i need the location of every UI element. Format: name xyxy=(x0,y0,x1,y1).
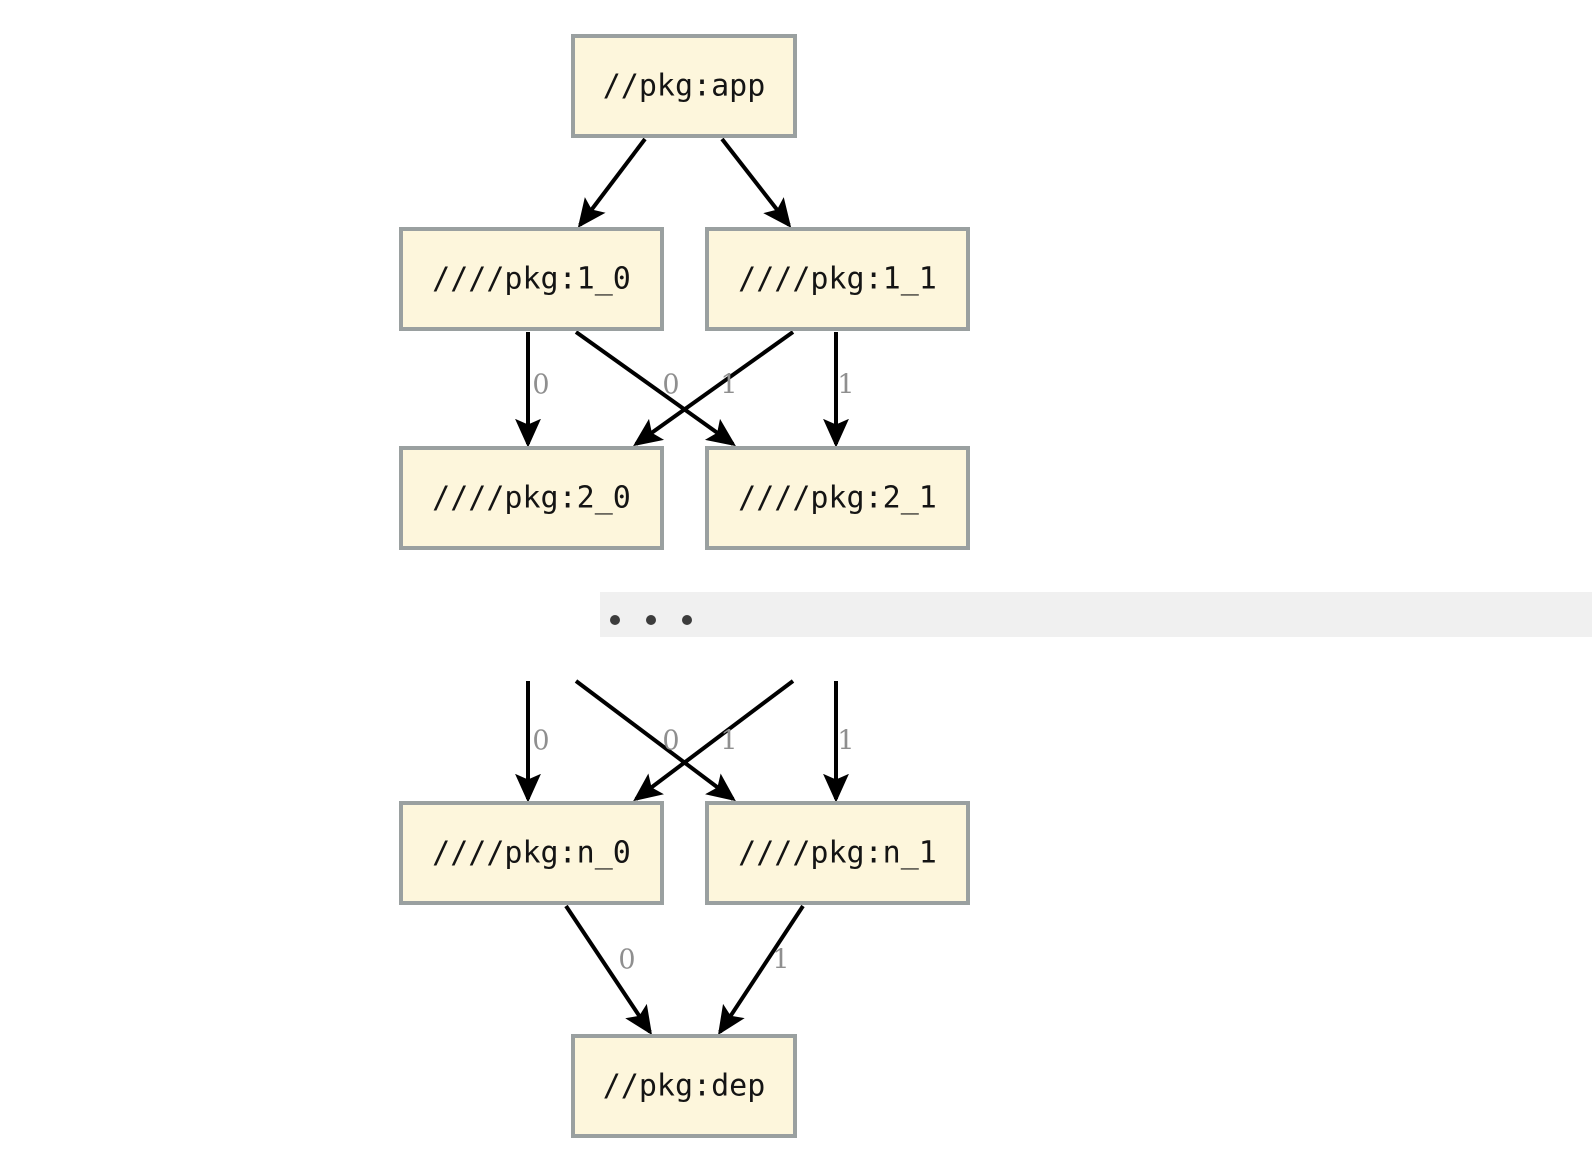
node-box-ln_0[interactable] xyxy=(399,801,664,905)
node-box-app[interactable] xyxy=(571,34,797,138)
node-box-l2_1[interactable] xyxy=(705,446,970,550)
node-box-l1_0[interactable] xyxy=(399,227,664,331)
node-label-l1_1: ////pkg:1_1 xyxy=(738,262,937,297)
edge-label-ln_1-dep: 1 xyxy=(772,945,789,976)
node-box-l1_1[interactable] xyxy=(705,227,970,331)
node-l2_1[interactable]: ////pkg:2_1 xyxy=(705,446,970,550)
edge-labels-group: 0 0 1 1 0 0 1 1 0 1 xyxy=(532,370,854,976)
ellipsis-dot-2 xyxy=(682,615,692,625)
edge-label-ln_0-dep: 0 xyxy=(618,945,635,976)
node-label-ln_1: ////pkg:n_1 xyxy=(738,836,937,871)
node-l2_0[interactable]: ////pkg:2_0 xyxy=(399,446,664,550)
ellipsis-divider-band xyxy=(600,592,1592,637)
node-box-l2_0[interactable] xyxy=(399,446,664,550)
ellipsis-dot-1 xyxy=(646,615,656,625)
edge-ln_0-to-dep xyxy=(564,904,652,1035)
edge-upstream-to-ln_1 xyxy=(574,679,736,802)
edge-label-upstream-ln_0: 0 xyxy=(532,726,549,757)
node-ln_0[interactable]: ////pkg:n_0 xyxy=(399,801,664,905)
edge-app-to-l1_1 xyxy=(720,137,792,228)
node-ln_1[interactable]: ////pkg:n_1 xyxy=(705,801,970,905)
node-label-l2_1: ////pkg:2_1 xyxy=(738,481,937,516)
ellipsis-divider xyxy=(600,592,1592,637)
edge-l1_1-to-l2_0 xyxy=(633,330,795,447)
edge-label-l1_1-l2_0: 1 xyxy=(720,370,737,401)
ellipsis-dot-0 xyxy=(610,615,620,625)
node-label-l1_0: ////pkg:1_0 xyxy=(432,262,631,297)
edge-label-upstream-ln_1: 1 xyxy=(837,726,854,757)
edge-label-upstream-ln_0: 1 xyxy=(720,726,737,757)
edge-l1_0-to-l2_1 xyxy=(574,330,736,447)
edge-label-l1_1-l2_1: 1 xyxy=(837,370,854,401)
node-box-dep[interactable] xyxy=(571,1034,797,1138)
node-l1_1[interactable]: ////pkg:1_1 xyxy=(705,227,970,331)
node-l1_0[interactable]: ////pkg:1_0 xyxy=(399,227,664,331)
node-label-dep: //pkg:dep xyxy=(603,1069,766,1104)
node-box-ln_1[interactable] xyxy=(705,801,970,905)
nodes-group: //pkg:app ////pkg:1_0 ////pkg:1_1 ////pkg:2… xyxy=(399,34,970,1138)
node-app[interactable]: //pkg:app xyxy=(571,34,797,138)
edge-ln_1-to-dep xyxy=(718,904,805,1036)
node-label-ln_0: ////pkg:n_0 xyxy=(432,836,631,871)
node-dep[interactable]: //pkg:dep xyxy=(571,1034,797,1138)
edge-app-to-l1_0 xyxy=(577,137,647,228)
edges-group xyxy=(515,137,849,1036)
edge-label-upstream-ln_1: 0 xyxy=(662,726,679,757)
node-label-app: //pkg:app xyxy=(603,69,766,104)
edge-label-l1_0-l2_1: 0 xyxy=(662,370,679,401)
edge-label-l1_0-l2_0: 0 xyxy=(532,370,549,401)
node-label-l2_0: ////pkg:2_0 xyxy=(432,481,631,516)
edge-upstream-to-ln_0 xyxy=(633,679,795,802)
